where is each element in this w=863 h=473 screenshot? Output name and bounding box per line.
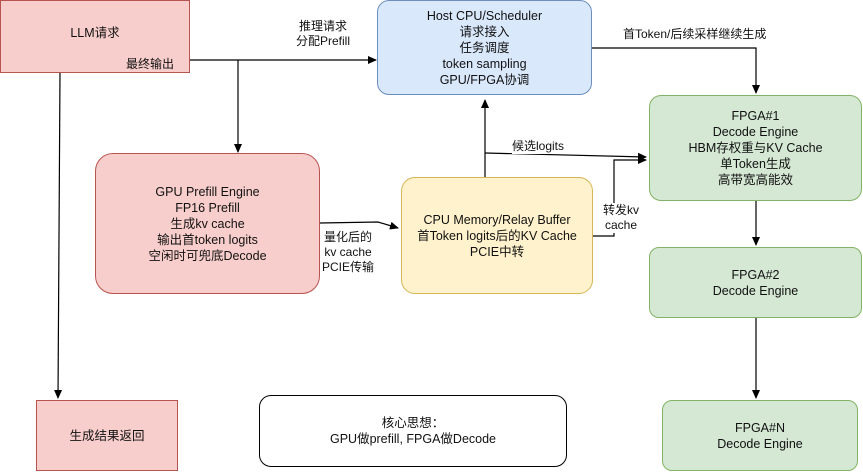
edge-host-to-fpga1 xyxy=(592,47,760,94)
fpga1-line-3: HBM存权重与KV Cache xyxy=(688,141,823,155)
result-return-node: 生成结果返回 xyxy=(36,400,178,471)
gpu-prefill-line-3: 生成kv cache xyxy=(170,216,245,231)
fpgan-node: FPGA#N Decode Engine xyxy=(662,400,858,471)
edge-label-to-host-line-2: 分配Prefill xyxy=(296,34,351,48)
fpga1-line-1: FPGA#1 xyxy=(731,109,780,123)
result-line-1: 生成结果返回 xyxy=(69,428,145,443)
llm-request-sub-label: 最终输出 xyxy=(126,57,175,71)
edge-forward-kv xyxy=(593,156,647,237)
host-cpu-line-5: GPU/FPGA协调 xyxy=(439,72,530,87)
cpu-memory-line-2: 首Token logits后的KV Cache xyxy=(417,228,577,243)
edge-label-quantized-line-3: PCIE传输 xyxy=(322,260,375,274)
fpgan-line-1: FPGA#N xyxy=(734,420,785,435)
core-idea-line-2: GPU做prefill, FPGA做Decode xyxy=(329,432,497,446)
fpga1-line-5: 高带宽高能效 xyxy=(717,173,793,187)
fpga1-line-4: 单Token生成 xyxy=(720,157,791,171)
edge-label-to-fpga1: 首Token/后续采样继续生成 xyxy=(623,27,767,42)
llm-request-title: LLM请求 xyxy=(70,25,120,40)
fpga2-node: FPGA#2 Decode Engine xyxy=(649,247,862,318)
host-cpu-line-4: token sampling xyxy=(442,56,527,71)
fpga1-node: FPGA#1 Decode Engine HBM存权重与KV Cache 单To… xyxy=(649,95,862,201)
edge-llm-to-result xyxy=(54,72,63,399)
fpgan-line-2: Decode Engine xyxy=(717,436,803,451)
host-cpu-line-1: Host CPU/Scheduler xyxy=(426,8,543,23)
llm-request-node: LLM请求 xyxy=(0,0,190,73)
gpu-prefill-line-4: 输出首token logits xyxy=(157,232,258,247)
edge-label-to-host: 推理请求 分配Prefill xyxy=(296,19,350,49)
core-idea-line-1: 核心思想： xyxy=(381,416,445,430)
edge-label-forward-kv-line-1: 转发kv xyxy=(603,203,640,217)
edge-label-quantized-kv: 量化后的 kv cache PCIE传输 xyxy=(322,230,375,275)
host-cpu-line-3: 任务调度 xyxy=(459,40,510,55)
cpu-memory-line-3: PCIE中转 xyxy=(469,244,525,259)
cpu-memory-relay-node: CPU Memory/Relay Buffer 首Token logits后的K… xyxy=(401,177,593,294)
edge-label-quantized-line-2: kv cache xyxy=(324,245,372,259)
host-cpu-scheduler-node: Host CPU/Scheduler 请求接入 任务调度 token sampl… xyxy=(377,0,592,95)
edge-label-forward-kv-line-2: cache xyxy=(604,218,638,232)
core-idea-node: 核心思想： GPU做prefill, FPGA做Decode xyxy=(259,395,567,467)
edge-label-to-host-line-1: 推理请求 xyxy=(299,19,348,33)
gpu-prefill-engine-node: GPU Prefill Engine FP16 Prefill 生成kv cac… xyxy=(95,153,320,294)
edge-label-quantized-line-1: 量化后的 xyxy=(324,230,373,244)
gpu-prefill-line-5: 空闲时可兜底Decode xyxy=(148,248,267,263)
edge-label-candidate-logits: 候选logits xyxy=(512,139,565,154)
fpga1-line-2: Decode Engine xyxy=(712,125,799,139)
gpu-prefill-line-1: GPU Prefill Engine xyxy=(155,184,260,199)
fpga2-line-1: FPGA#2 xyxy=(731,267,780,282)
edge-label-forward-kv: 转发kv cache xyxy=(603,203,640,233)
gpu-prefill-line-2: FP16 Prefill xyxy=(175,200,240,215)
edge-gpu-to-cpumem xyxy=(319,221,399,230)
fpga2-line-2: Decode Engine xyxy=(712,283,799,298)
host-cpu-line-2: 请求接入 xyxy=(459,24,510,39)
cpu-memory-line-1: CPU Memory/Relay Buffer xyxy=(423,212,571,227)
edge-candidate-logits xyxy=(484,152,647,161)
